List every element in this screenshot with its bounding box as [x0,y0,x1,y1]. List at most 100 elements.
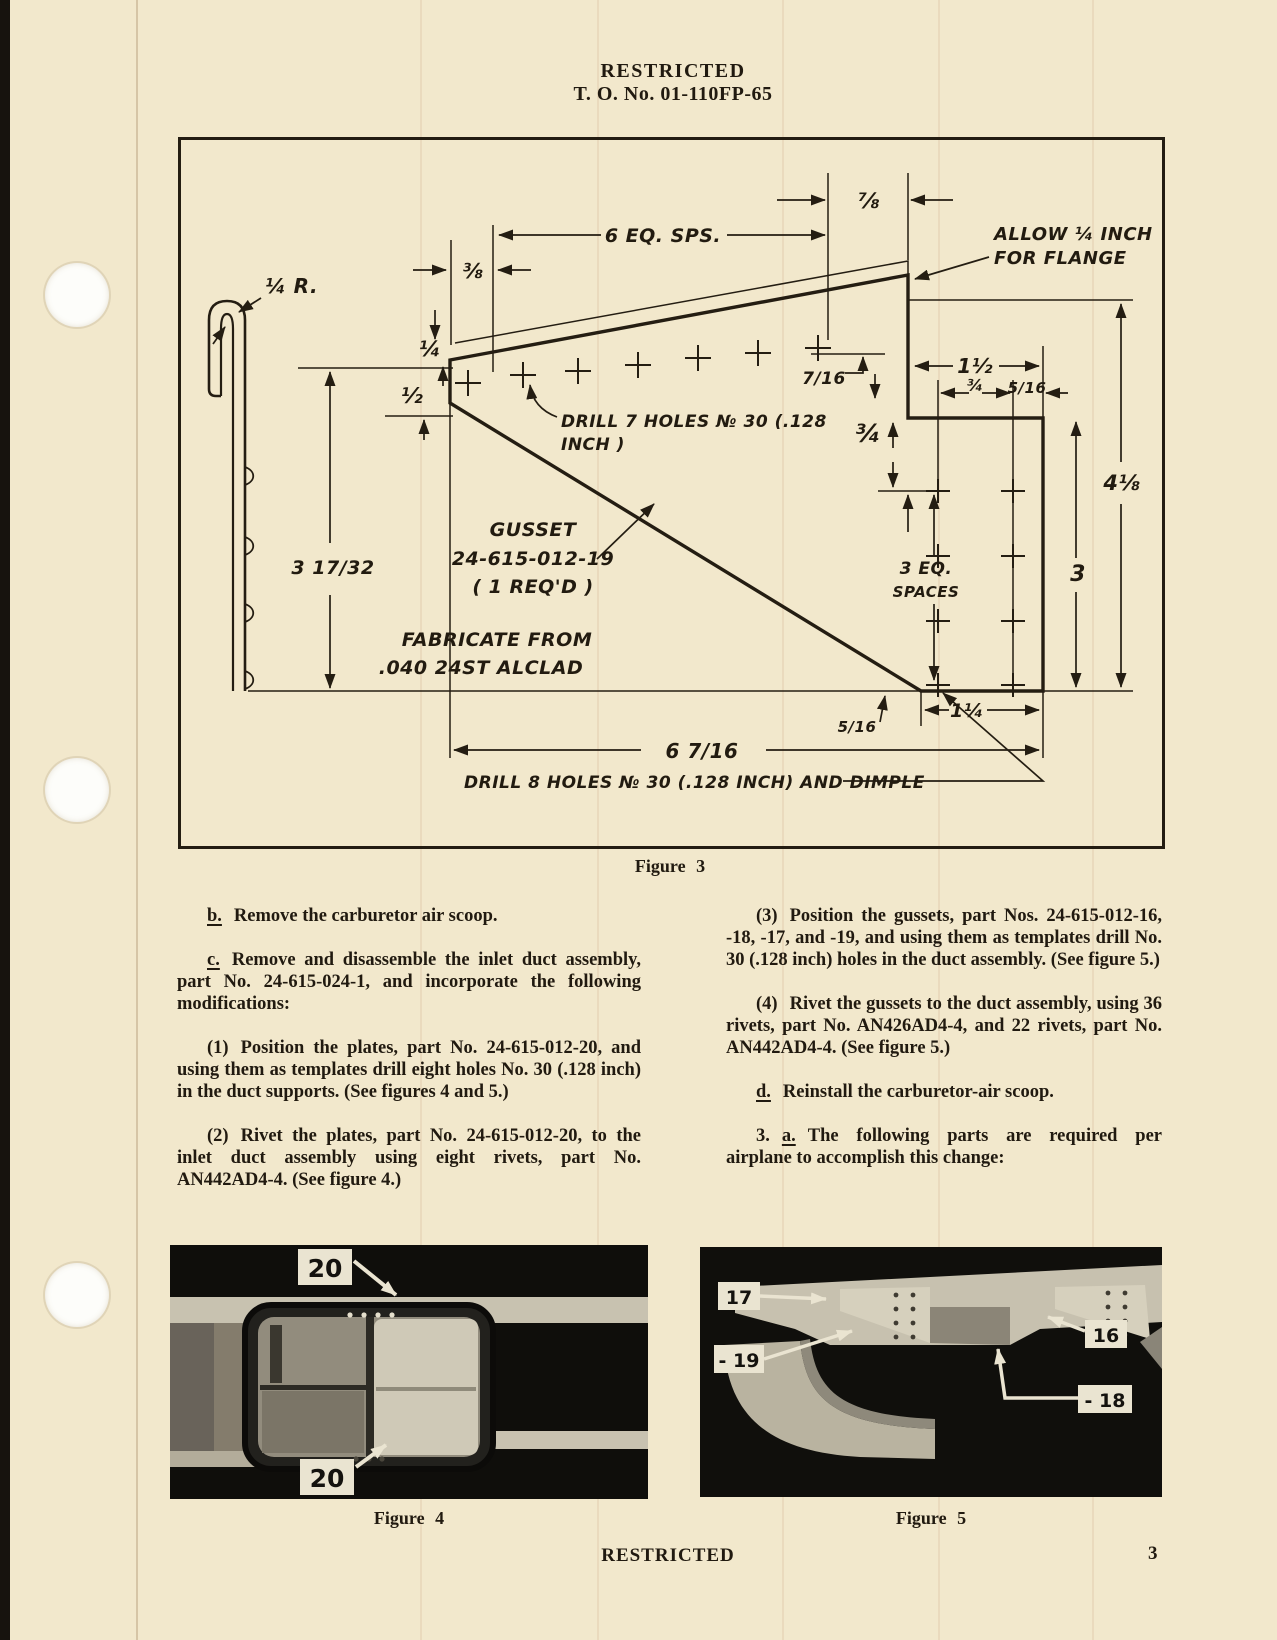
callout-label-20-bottom: 20 [310,1464,345,1493]
footer-classification: RESTRICTED [601,1545,735,1566]
technical-order-number: T. O. No. 01-110FP-65 [573,83,773,105]
paragraph-text: Remove the carburetor air scoop. [233,906,498,926]
one-and-half-label: 1½ [957,354,993,378]
callout-arrow-17 [759,1292,827,1305]
callout-chip-16 [1085,1320,1127,1348]
duct-interior-shadow [170,1323,214,1455]
callout-arrow-bottom [354,1443,388,1469]
figure5-photo-art: 17 - 19 16 - 18 [700,1247,1162,1497]
gusset-label-3: ( 1 REQ'D ) [472,576,593,598]
paragraph-text: Rivet the gussets to the duct assembly, … [726,994,1162,1058]
page-header: RESTRICTED T. O. No. 01-110FP-65 [69,60,1277,106]
duct-fragment-right [1140,1327,1162,1369]
rivet-dot [361,1312,367,1318]
paragraph-text: Position the gussets, part Nos. 24-615-0… [726,906,1162,970]
rivet-dot [1122,1290,1128,1296]
figure4-caption: Figure 4 [373,1508,445,1528]
half-label: ½ [401,384,423,408]
callout-label-18: - 18 [1085,1390,1126,1412]
callout-arrow-19 [763,1329,853,1361]
paper-streak [938,0,940,1640]
duct-divider [366,1317,374,1457]
rivet-dot [910,1334,916,1340]
paragraph-prefix: (4) [756,994,778,1014]
rivet-dots-top [347,1312,395,1318]
drill8-label: DRILL 8 HOLES № 30 (.128 INCH) AND DIMPL… [464,773,925,793]
paper-streak [597,0,599,1640]
three-eq-spaces-label-1: 3 EQ. [900,559,953,579]
classification-banner: RESTRICTED [600,60,746,82]
fabricate-label-1: FABRICATE FROM [402,629,592,651]
duct-underside [930,1307,1010,1345]
gusset-plate-left [840,1287,930,1343]
rivet-dot [347,1312,353,1318]
figure5-photo: 17 - 19 16 - 18 [700,1247,1162,1497]
paragraph-c: c.Remove and disassemble the inlet duct … [177,949,641,1015]
rivet-dot [893,1334,899,1340]
three-17-32-label: 3 17/32 [291,557,374,579]
duct-support-rail-bottom-right [470,1431,648,1449]
dim-arrow-bent [845,356,869,374]
seven-sixteenths-label: 7/16 [802,369,846,389]
paragraph-text: Rivet the plates, part No. 24-615-012-20… [177,1126,641,1190]
rivet-dot [893,1306,899,1312]
callout-chip-19 [714,1345,764,1373]
paragraph-d: d.Reinstall the carburetor-air scoop. [726,1081,1162,1103]
six-seven-sixteenths-label: 6 7/16 [666,739,739,763]
quarter-radius-leader [238,297,262,313]
scan-edge [0,0,10,1640]
paragraph-text: Position the plates, part No. 24-615-012… [177,1038,641,1102]
three-eq-spaces-label-2: SPACES [893,583,960,601]
three-eighths-label: ⅜ [462,259,483,283]
dimension-arrows [324,194,1127,782]
paragraph-2: (2)Rivet the plates, part No. 24-615-012… [177,1125,641,1191]
duct-lower-shade [262,1391,364,1453]
figure4-photo-art: 20 20 [170,1245,648,1499]
page-number: 3 [1148,1543,1158,1564]
allow-flange-label-2: FOR FLANGE [994,248,1127,269]
paragraph-text: The following parts are required per air… [726,1126,1162,1168]
three-label: 3 [1070,562,1086,587]
one-and-quarter-label: 1¼ [950,700,984,722]
paper-streak [1092,0,1094,1640]
drill7-label-2: INCH ) [561,435,625,455]
callout-chip-18 [1078,1385,1132,1413]
callout-label-19: - 19 [719,1350,760,1372]
callout-arrow-top [352,1259,398,1297]
flange-leader-arrow [914,256,990,281]
inner-radius-arrow [212,326,226,345]
profile-dimple-bumps [244,466,255,690]
allow-flange-label-1: ALLOW ¼ INCH [992,224,1153,245]
callout-chip-17 [718,1282,760,1310]
four-one-eighth-label: 4⅛ [1102,471,1140,495]
gusset-label-2: 24-615-012-19 [452,548,614,570]
punch-hole [45,1263,109,1327]
rivet-dot [893,1292,899,1298]
rivet-dot [910,1320,916,1326]
channel-profile: ¼ R. [207,274,318,691]
rivet-dot [375,1312,381,1318]
paragraph-prefix: (2) [207,1126,229,1146]
dim-arrow [876,695,888,723]
paragraph-3a: 3.a.The following parts are required per… [726,1125,1162,1169]
flange-fold-line [454,260,909,344]
paper-streak [782,0,784,1640]
paragraph-lead: a. [781,1126,796,1146]
rivet-dot [389,1312,395,1318]
paragraph-4: (4)Rivet the gussets to the duct assembl… [726,993,1162,1059]
hole-crosses-right-block [926,479,1025,697]
drill7-label-1: DRILL 7 HOLES № 30 (.128 [561,412,827,432]
rivet-cluster-left [893,1292,916,1340]
paragraph-3: (3)Position the gussets, part Nos. 24-61… [726,905,1162,971]
callout-label-20-top: 20 [308,1254,343,1283]
figure4-photo: 20 20 [170,1245,648,1499]
fabricate-label-2: .040 24ST ALCLAD [379,657,584,679]
five-sixteenths-bottom-label: 5/16 [838,718,877,736]
six-eq-sps-label: 6 EQ. SPS. [605,225,721,247]
duct-slot [270,1325,282,1383]
figure3-drawing-box: ¼ R. [178,137,1165,849]
reference-lines [248,173,1133,758]
paragraph-text: Reinstall the carburetor-air scoop. [782,1082,1054,1102]
callout-label-16: 16 [1093,1325,1119,1347]
